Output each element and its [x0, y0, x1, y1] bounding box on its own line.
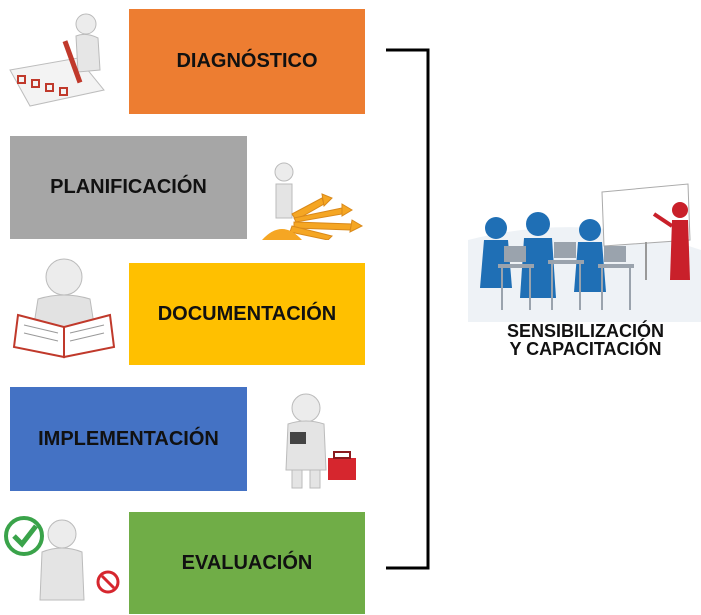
toolbox-figure-icon	[285, 393, 356, 489]
bracket-connector	[386, 48, 430, 570]
training-label: SENSIBILIZACIÓN Y CAPACITACIÓN	[470, 322, 701, 358]
checklist-figure-icon	[9, 13, 105, 107]
step-label: EVALUACIÓN	[181, 551, 313, 574]
thinking-figure-icon	[262, 162, 364, 240]
training-label-line2: Y CAPACITACIÓN	[509, 339, 662, 359]
step-label: DOCUMENTACIÓN	[157, 302, 337, 325]
step-label: DIAGNÓSTICO	[176, 50, 318, 72]
step-label: IMPLEMENTACIÓN	[38, 427, 219, 450]
step-documentacion: DOCUMENTACIÓN	[129, 263, 365, 365]
step-planificacion: PLANIFICACIÓN	[10, 136, 247, 239]
check-figure-icon	[4, 516, 120, 601]
training-classroom-icon	[468, 183, 701, 322]
training-label-line1: SENSIBILIZACIÓN	[506, 321, 664, 341]
step-diagnostico: DIAGNÓSTICO	[129, 9, 365, 114]
step-evaluacion: EVALUACIÓN	[129, 512, 365, 614]
step-implementacion: IMPLEMENTACIÓN	[10, 387, 247, 491]
step-label: PLANIFICACIÓN	[50, 176, 207, 198]
reading-figure-icon	[12, 258, 116, 359]
